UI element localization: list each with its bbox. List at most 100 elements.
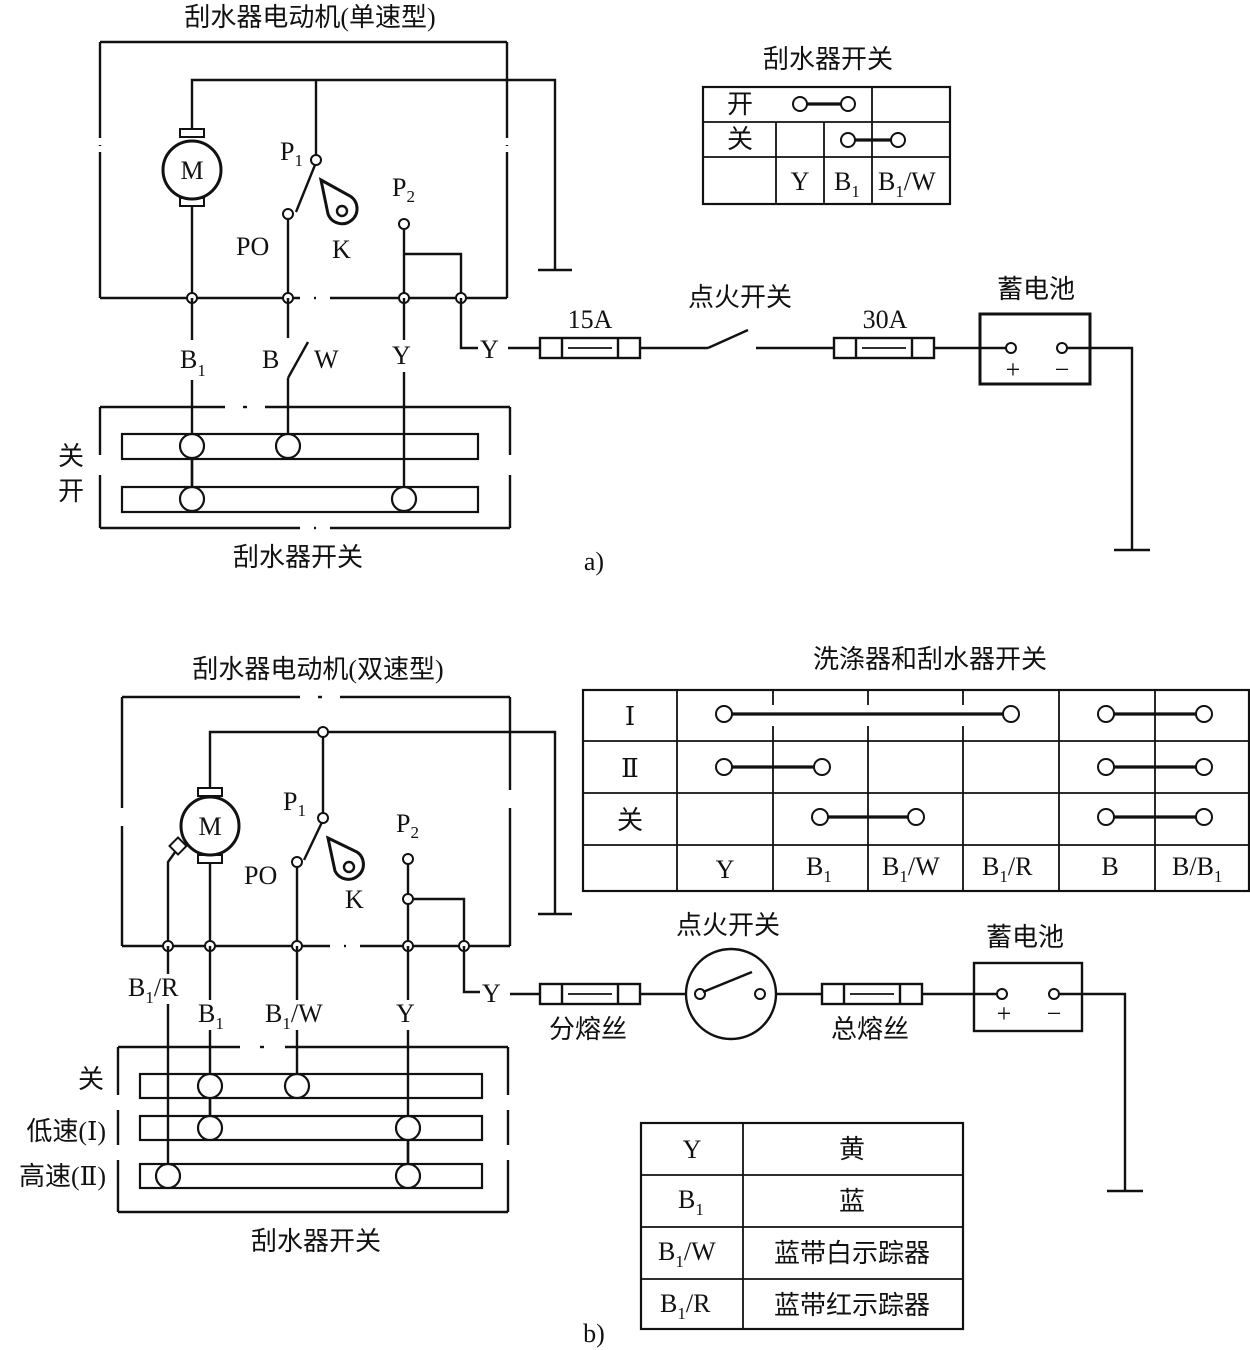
po-b-label: PO	[244, 861, 277, 890]
fuse-30a-label: 30A	[863, 305, 908, 334]
wire-b1-b-label: B1	[198, 999, 224, 1033]
table-b-contact-row1-washer	[1097, 705, 1213, 723]
motor-b-housing	[119, 694, 513, 949]
legend-meaning-y: 黄	[839, 1135, 865, 1164]
motor-a-title: 刮水器电动机(单速型)	[184, 3, 435, 32]
battery-a-label: 蓄电池	[997, 275, 1075, 304]
legend-meaning-b1r: 蓝带红示踪器	[774, 1291, 930, 1320]
table-b-grid	[581, 688, 1250, 893]
legend-code-y: Y	[683, 1135, 702, 1164]
p2-b-label: P2	[396, 809, 419, 842]
table-b-row-2: Ⅱ	[621, 754, 639, 783]
fuse-branch-label: 分熔丝	[549, 1015, 627, 1044]
motor-a: M	[161, 128, 223, 207]
table-a-col-b1w: B1/W	[878, 167, 936, 201]
table-b-col-y: Y	[716, 855, 735, 884]
table-b-row-1: Ⅰ	[625, 702, 635, 731]
wire-y2-b-label: Y	[482, 979, 501, 1008]
battery-b-minus: −	[1047, 999, 1062, 1028]
caption-b: b)	[583, 1319, 605, 1348]
motor-a-symbol: M	[180, 156, 203, 185]
power-line-b	[510, 947, 1143, 1193]
motor-a-housing	[97, 40, 510, 301]
legend-meaning-b1: 蓝	[839, 1187, 865, 1216]
wire-b1w-b-label: B1/W	[265, 999, 323, 1033]
fuse-main-label: 总熔丝	[831, 1015, 909, 1044]
table-a-row-on: 开	[727, 90, 753, 119]
table-b-col-bb1: B/B1	[1172, 852, 1222, 886]
diagram-b: 刮水器电动机(双速型)	[19, 645, 1250, 1348]
table-b-title: 洗涤器和刮水器开关	[813, 645, 1047, 674]
k-a-label: K	[332, 235, 351, 264]
table-a-col-y: Y	[791, 167, 810, 196]
wire-bw-a-label: B	[262, 345, 279, 374]
p1-a-label: P1	[280, 137, 303, 170]
ignition-a-label: 点火开关	[688, 283, 792, 312]
k-b-label: K	[345, 885, 364, 914]
motor-a-wiring	[190, 78, 572, 298]
diagram-a: 刮水器电动机(单速型)	[58, 3, 1150, 576]
wire-bw-a-w-label: W	[314, 345, 339, 374]
switch-a-bar-on	[120, 485, 480, 514]
table-a-contact-on	[792, 96, 856, 112]
fuse-15a-label: 15A	[568, 305, 613, 334]
p1-b-label: P1	[283, 787, 306, 820]
motor-b: M	[168, 787, 241, 864]
switch-a-title: 刮水器开关	[233, 543, 363, 572]
power-line-a	[508, 312, 1150, 552]
switch-a-on-label: 开	[58, 477, 84, 506]
battery-b-plus: +	[997, 999, 1012, 1028]
switch-b-low-label: 低速(Ⅰ)	[26, 1117, 106, 1146]
switch-a-off-label: 关	[58, 442, 84, 471]
cam-a-icon	[318, 177, 359, 226]
legend-code-b1: B1	[678, 1185, 704, 1219]
wire-y2-a-label: Y	[480, 335, 499, 364]
battery-a-plus: +	[1006, 355, 1021, 384]
wire-y-b-label: Y	[396, 999, 415, 1028]
battery-b-label: 蓄电池	[986, 923, 1064, 952]
table-b-contact-off-washer	[1097, 808, 1213, 826]
switch-b-bar-low	[138, 1114, 484, 1142]
motor-b-symbol: M	[198, 812, 221, 841]
switch-b-bar-off	[138, 1072, 484, 1100]
switch-a-wiring	[190, 298, 478, 500]
table-b-col-b1r: B1/R	[982, 852, 1033, 886]
table-a-title: 刮水器开关	[763, 45, 893, 74]
table-b-contact-off-main	[811, 808, 925, 826]
wire-y-a-label: Y	[392, 341, 411, 370]
table-a-contact-off	[840, 132, 906, 148]
switch-a-bar-off	[120, 432, 480, 461]
color-legend-grid	[639, 1121, 965, 1331]
switch-b-high-label: 高速(Ⅱ)	[19, 1162, 106, 1191]
table-b-col-b1w: B1/W	[882, 852, 940, 886]
table-b-contact-row1-main	[715, 705, 1020, 723]
p2-a-label: P2	[392, 173, 415, 206]
table-b-col-b: B	[1101, 852, 1118, 881]
table-b-contact-row2-washer	[1097, 758, 1213, 776]
switch-b-off-label: 关	[78, 1065, 104, 1094]
wire-b1r-b-label: B1/R	[128, 973, 179, 1007]
legend-meaning-b1w: 蓝带白示踪器	[774, 1239, 930, 1268]
table-b-col-b1: B1	[806, 852, 832, 886]
table-b-contact-row2-main	[715, 758, 831, 776]
motor-b-wiring	[166, 730, 572, 946]
switch-b-wiring	[166, 946, 480, 1176]
table-a-row-off: 关	[727, 125, 753, 154]
table-b-row-off: 关	[617, 806, 643, 835]
po-a-label: PO	[236, 232, 269, 261]
switch-a-housing	[97, 404, 513, 531]
table-a-col-b1: B1	[834, 167, 860, 201]
table-a-grid	[701, 85, 952, 206]
wire-b1-a-label: B1	[180, 345, 206, 380]
switch-b-bar-high	[138, 1162, 484, 1190]
legend-code-b1r: B1/R	[660, 1289, 711, 1323]
battery-a-minus: −	[1055, 355, 1070, 384]
caption-a: a)	[584, 547, 604, 576]
motor-b-title: 刮水器电动机(双速型)	[192, 655, 443, 684]
legend-code-b1w: B1/W	[658, 1237, 716, 1271]
ignition-b-label: 点火开关	[676, 911, 780, 940]
switch-b-title: 刮水器开关	[251, 1227, 381, 1256]
switch-b-housing	[115, 1044, 511, 1214]
